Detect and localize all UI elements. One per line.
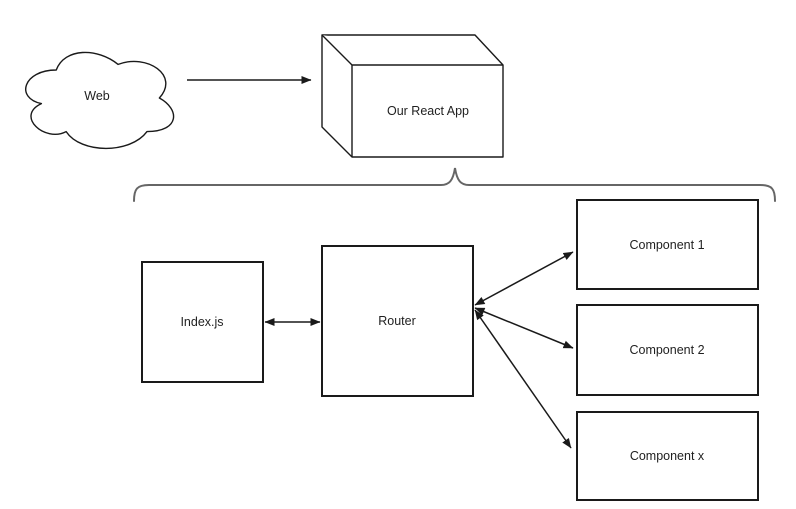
component-1-box [576,199,759,290]
component-2-label: Component 2 [629,343,704,357]
index-js-label: Index.js [180,315,223,329]
curly-brace [133,167,776,202]
arrow-router-to-component-1 [474,251,574,306]
react-app-label: Our React App [387,104,469,118]
component-x-box [576,411,759,501]
react-app-cube-node: Our React App [321,34,504,158]
component-1-label: Component 1 [629,238,704,252]
component-x-node: Component x [576,411,759,501]
router-node: Router [321,245,474,397]
web-cloud-node: Web [25,51,175,149]
component-2-node: Component 2 [576,304,759,396]
router-box [321,245,474,397]
component-x-label: Component x [630,449,705,463]
arrow-router-to-component-x [474,309,572,449]
router-label: Router [378,314,416,328]
component-2-box [576,304,759,396]
cloud-shape [25,51,175,149]
web-cloud-label: Web [84,89,110,103]
index-js-box [141,261,264,383]
index-js-node: Index.js [141,261,264,383]
component-1-node: Component 1 [576,199,759,290]
arrow-router-to-component-2 [474,307,574,349]
